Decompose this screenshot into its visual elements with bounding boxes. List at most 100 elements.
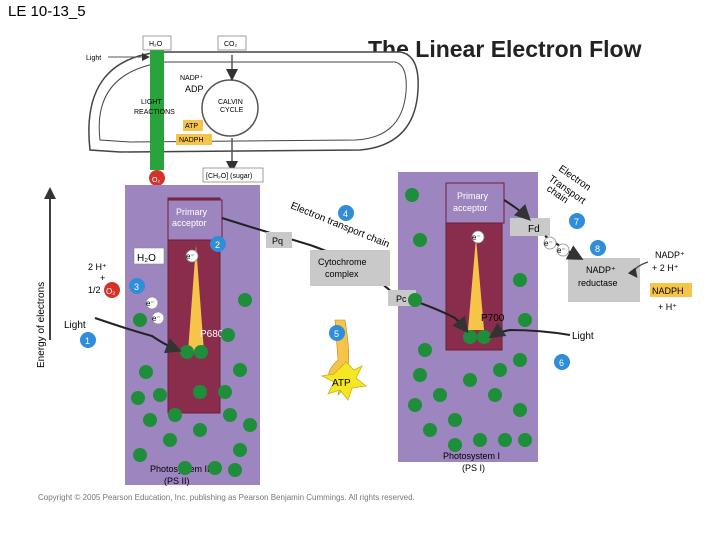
p700-pigment-left xyxy=(463,330,477,344)
pigment-dot xyxy=(418,343,432,357)
pigment-dot xyxy=(433,388,447,402)
pigment-dot xyxy=(408,398,422,412)
ps1-acceptor-label-2: acceptor xyxy=(453,203,488,213)
pigment-dot xyxy=(139,365,153,379)
pigment-dot xyxy=(218,385,232,399)
h2o-overview-label: H₂O xyxy=(149,41,163,48)
pigment-dot xyxy=(168,408,182,422)
svg-text:1: 1 xyxy=(85,336,90,346)
nadph-output-label: NADPH xyxy=(652,286,684,296)
cytochrome-complex-box xyxy=(310,250,390,286)
atp-overview-label: ATP xyxy=(185,123,198,130)
ps2-acceptor-label-2: acceptor xyxy=(172,218,207,228)
light-overview-label: Light xyxy=(86,55,101,62)
ps2-energy-arrow xyxy=(188,245,204,352)
copyright-notice: Copyright © 2005 Pearson Education, Inc.… xyxy=(38,493,415,502)
ps2-protons-label: 2 H⁺ xyxy=(88,262,107,272)
pq-box xyxy=(266,232,292,248)
pigment-dot xyxy=(193,385,207,399)
pigment-dot xyxy=(243,418,257,432)
pigment-dot xyxy=(133,448,147,462)
electron-fd-2 xyxy=(556,243,570,257)
pigment-dot xyxy=(498,433,512,447)
protons-input-label: + 2 H⁺ xyxy=(652,263,679,273)
pigment-dot xyxy=(131,391,145,405)
ps2-acceptor-label-1: Primary xyxy=(176,207,207,217)
p680-label: P680 xyxy=(200,329,224,340)
calvin-label-2: CYCLE xyxy=(220,107,244,114)
pigment-dot xyxy=(513,273,527,287)
o2-overview-label: O₂ xyxy=(152,177,160,184)
svg-text:3: 3 xyxy=(134,282,139,292)
nadp-reductase-box xyxy=(568,258,640,302)
step-badge-4 xyxy=(338,205,354,221)
o2-overview-marker xyxy=(149,170,165,186)
antenna-pigments xyxy=(131,188,532,477)
p680-pigment-right xyxy=(194,345,208,359)
pigment-dot xyxy=(163,433,177,447)
atp-burst: ATP xyxy=(320,319,367,401)
ps1-acceptor-label-1: Primary xyxy=(457,191,488,201)
atp-label: ATP xyxy=(332,378,351,389)
svg-text:5: 5 xyxy=(334,329,339,339)
proton-output-label: + H⁺ xyxy=(658,302,677,312)
pigment-dot xyxy=(518,433,532,447)
overview-inset: O₂ H₂O CO₂ Light NADP⁺ ADP LIGHT REACTIO… xyxy=(86,35,419,186)
step-badge-1 xyxy=(80,332,96,348)
cytochrome-label-2: complex xyxy=(325,269,359,279)
electron-markers: e⁻ e⁻ e⁻ e⁻ e⁻ e⁻ xyxy=(145,230,570,325)
electron-label-1: e⁻ xyxy=(186,252,195,261)
atp-overview-box xyxy=(183,120,203,131)
step-badge-3 xyxy=(129,278,145,294)
pigment-dot xyxy=(178,461,192,475)
photosystem-ii: Primary acceptor P680 Photosystem II (PS… xyxy=(64,185,260,486)
slide-title: The Linear Electron Flow xyxy=(368,36,642,62)
nadp-overview-label: NADP⁺ xyxy=(180,75,203,82)
h2o-overview-box xyxy=(142,35,172,51)
pigment-dot xyxy=(133,313,147,327)
ps2-abbrev-label: (PS II) xyxy=(164,476,190,486)
electron-label-5: e⁻ xyxy=(544,239,553,248)
pigment-dot xyxy=(518,313,532,327)
slide-id: LE 10-13_5 xyxy=(8,3,86,20)
nadph-overview-label: NADPH xyxy=(179,137,204,144)
ps2-plus-label: + xyxy=(100,273,105,283)
electron-fd-1 xyxy=(543,236,557,250)
electron-label-3: e⁻ xyxy=(152,314,161,323)
ps2-primary-acceptor-box xyxy=(167,199,223,241)
pigment-dot xyxy=(228,463,242,477)
reductase-label-2: reductase xyxy=(578,278,618,288)
ps1-primary-acceptor-box xyxy=(445,182,505,224)
electron-label-4: e⁻ xyxy=(472,233,481,242)
energy-axis-label: Energy of electrons xyxy=(36,282,47,368)
fd-box xyxy=(510,218,550,236)
sugar-overview-label: [CH₂O] (sugar) xyxy=(206,173,252,180)
light-reactions-label-1: LIGHT xyxy=(141,99,162,106)
step-badge-2 xyxy=(210,236,226,252)
reductase-label-1: NADP⁺ xyxy=(586,265,616,275)
pigment-dot xyxy=(513,353,527,367)
svg-text:7: 7 xyxy=(574,217,579,227)
pc-label: Pc xyxy=(396,294,407,304)
light-reactions-bar xyxy=(150,48,164,166)
atp-star xyxy=(320,361,367,401)
pq-label: Pq xyxy=(272,236,283,246)
p680-pigment-left xyxy=(180,345,194,359)
co2-overview-box xyxy=(217,35,247,51)
ps1-light-label: Light xyxy=(572,331,594,342)
step-badge-7 xyxy=(569,213,585,229)
ps2-light-label: Light xyxy=(64,320,86,331)
p700-pigment-right xyxy=(477,330,491,344)
pigment-dot xyxy=(448,438,462,452)
ps2-half-label: 1/2 xyxy=(88,285,101,295)
step-badge-6 xyxy=(554,354,570,370)
step-badge-5 xyxy=(329,325,345,341)
cytochrome-label-1: Cytochrome xyxy=(318,257,367,267)
pigment-dot xyxy=(463,373,477,387)
nadph-overview-box xyxy=(176,134,212,145)
ps2-light-arrow xyxy=(94,317,182,354)
pigment-dot xyxy=(413,233,427,247)
nadp-input-label: NADP⁺ xyxy=(655,250,685,260)
calvin-label-1: CALVIN xyxy=(218,99,243,106)
